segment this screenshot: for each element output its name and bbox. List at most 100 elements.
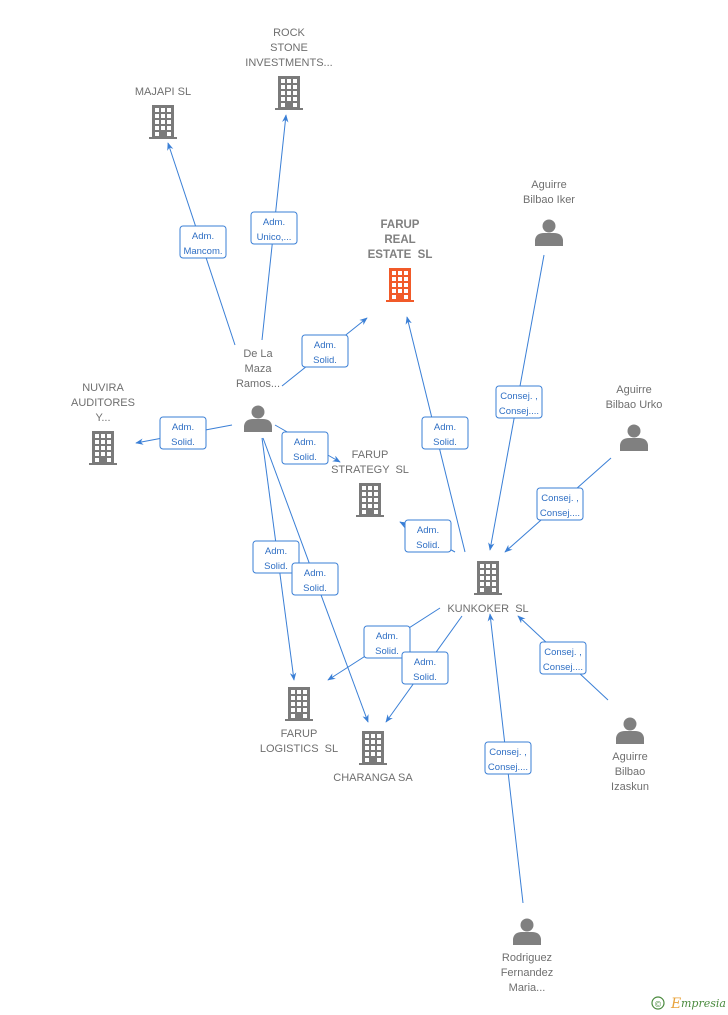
edge-label-box[interactable]: Adm.Solid. [301,334,349,368]
edge-label-line: Adm. [417,525,439,536]
edge-label-line: Adm. [434,422,456,433]
edge-kunkoker-to-farup_logistics: Adm.Solid. [327,607,441,681]
edge-label-line: Solid. [303,583,327,594]
node-charanga[interactable]: CHARANGA SA [333,731,413,784]
edge-label-box[interactable]: Consej. , Consej.... [495,385,543,419]
edge-label-box[interactable]: Adm.Solid. [421,416,469,450]
edge-label-box[interactable]: Consej. , Consej.... [536,487,584,521]
edge-label-line: Solid. [293,452,317,463]
edge-label-box[interactable]: Adm. Solid. [291,562,339,596]
edge-label-border [404,519,452,553]
person-icon [244,405,272,432]
node-label: Aguirre [531,179,566,191]
edge-label-border [363,625,411,659]
edge-delamaza-to-charanga: Adm. Solid. [262,437,369,723]
edge-aguirre_iker-to-kunkoker: Consej. , Consej.... [488,254,545,551]
edge-label-line: Consej.... [540,508,580,519]
edge-label-border [179,225,227,259]
node-nuvira[interactable]: NUVIRAAUDITORESY... [71,382,135,465]
edge-label-box[interactable]: Adm.Solid. [252,540,300,574]
edge-label-line: Solid. [413,672,437,683]
building-icon [275,76,303,110]
node-delamaza[interactable]: De La MazaRamos... [236,348,280,432]
edge-label-line: Solid. [313,355,337,366]
edge-label-border [159,416,207,450]
edge-label-box[interactable]: Adm. Mancom. [179,225,227,259]
node-label: Bilbao [615,766,646,778]
node-rodriguez[interactable]: RodriguezFernandezMaria... [501,918,554,995]
edge-label-line: Adm. [192,231,214,242]
node-label: Maza [245,363,273,375]
edge-label-box[interactable]: Consej. , Consej.... [484,741,532,775]
edge-label-line: Consej.... [488,762,528,773]
copyright-symbol: © [654,1000,662,1009]
edge-label-border [421,416,469,450]
edge-label-border [252,540,300,574]
edge-label-box[interactable]: Adm.Solid. [281,431,329,465]
edge-aguirre_izaskun-to-kunkoker: Consej. , Consej.... [517,615,609,701]
edge-label-line: Consej.... [499,406,539,417]
edge-label-line: Consej. , [544,647,582,658]
edge-label-box[interactable]: Consej. , Consej.... [539,641,587,675]
node-farup-logistics[interactable]: FARUP LOGISTICS SL [260,687,338,755]
building-icon [359,731,387,765]
edge-rodriguez-to-kunkoker: Consej. , Consej.... [484,613,532,904]
edge-label-line: Adm. [263,217,285,228]
node-majapi[interactable]: MAJAPI SL [135,86,191,139]
node-label: De La [243,348,273,360]
edge-label-box[interactable]: Adm.Solid. [159,416,207,450]
edge-label-line: Consej.... [543,662,583,673]
edge-kunkoker-to-charanga: Adm.Solid. [385,615,463,723]
edge-label-border [250,211,298,245]
node-label: LOGISTICS SL [260,743,338,755]
edge-delamaza-to-farup_logistics: Adm.Solid. [252,437,300,681]
edge-label-line: Unico,... [257,232,292,243]
edge-label-line: Solid. [264,561,288,572]
node-label: FARUP [381,219,420,231]
edge-kunkoker-to-farup_real: Adm. Solid. [405,316,469,553]
edge-label-line: Consej. , [500,391,538,402]
node-label: ESTATE SL [368,249,433,261]
edge-label-line: Adm. [172,422,194,433]
building-icon [386,268,414,302]
edge-label-box[interactable]: Adm.Solid. [363,625,411,659]
edge-label-line: Adm. [304,568,326,579]
node-rock[interactable]: ROCKSTONEINVESTMENTS... [245,27,333,110]
node-label: Fernandez [501,967,554,979]
edge-label-box[interactable]: Adm. Unico,... [250,211,298,245]
edge-label-line: Solid. [416,540,440,551]
node-label: Bilbao Urko [606,399,663,411]
edge-label-box[interactable]: Adm. Solid. [404,519,452,553]
person-icon [513,918,541,945]
edge-label-border [301,334,349,368]
edge-label-line: Mancom. [183,246,222,257]
node-label: Ramos... [236,378,280,390]
edge-label-box[interactable]: Adm.Solid. [401,651,449,685]
node-label: FARUP [281,728,318,740]
person-icon [616,717,644,744]
node-label: INVESTMENTS... [245,57,332,69]
node-label: FARUP [352,449,389,461]
edge-aguirre_urko-to-kunkoker: Consej. , Consej.... [504,457,612,553]
watermark-initial: E [670,996,681,1012]
edge-label-line: Consej. , [489,747,527,758]
node-kunkoker[interactable]: KUNKOKER SL [447,561,529,615]
person-icon [535,219,563,246]
edge-delamaza-to-nuvira: Adm.Solid. [135,416,233,450]
node-label: AUDITORES [71,397,135,409]
watermark-text: mpresia [681,997,726,1010]
person-icon [620,424,648,451]
edge-label-line: Solid. [375,646,399,657]
edge-label-line: Consej. , [541,493,579,504]
building-icon [356,483,384,517]
empresia-watermark: © E mpresia [651,996,726,1012]
building-icon [89,431,117,465]
node-label: ROCK [273,27,305,39]
building-icon [474,561,502,595]
